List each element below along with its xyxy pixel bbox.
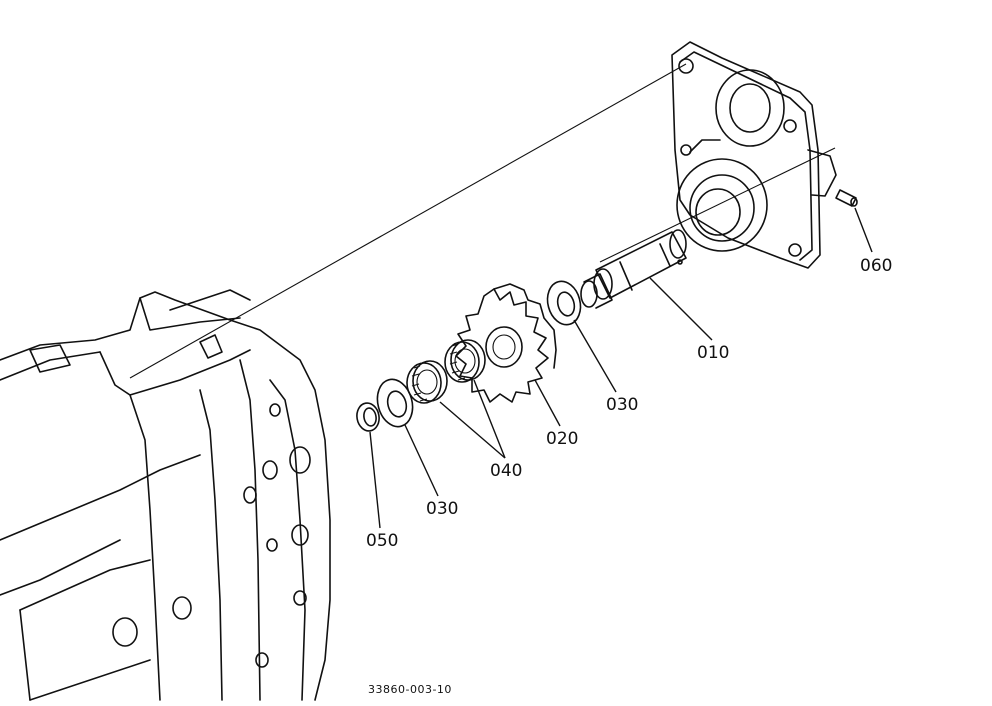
washer-part-030-left — [376, 378, 414, 428]
callout-010: 010 — [697, 343, 729, 363]
callout-030-right: 030 — [606, 395, 638, 415]
leader-060 — [854, 207, 873, 253]
gear-part-020 — [455, 283, 557, 403]
callout-060: 060 — [860, 256, 892, 276]
needle-bearing-part-040-right — [444, 339, 486, 383]
leader-040-a — [439, 401, 506, 459]
callout-020: 020 — [546, 429, 578, 449]
leader-040-b — [473, 379, 506, 459]
callout-050: 050 — [366, 531, 398, 551]
leader-010 — [649, 277, 713, 341]
snap-ring-part-050 — [356, 402, 380, 432]
needle-bearing-part-040-left — [406, 360, 448, 404]
alignment-line — [129, 63, 687, 379]
callout-030-left: 030 — [426, 499, 458, 519]
cover-plate — [671, 41, 837, 269]
leader-030-right — [573, 319, 617, 393]
leader-050 — [369, 431, 381, 529]
pin-part-060 — [835, 189, 858, 207]
leader-020 — [534, 379, 561, 427]
washer-part-030-right — [546, 280, 582, 326]
shaft-part-010 — [580, 229, 687, 309]
transmission-housing — [0, 289, 331, 701]
callout-040: 040 — [490, 461, 522, 481]
shaft-axis-line — [599, 147, 836, 263]
leader-030-left — [404, 424, 439, 497]
drawing-number: 33860-003-10 — [368, 683, 452, 696]
